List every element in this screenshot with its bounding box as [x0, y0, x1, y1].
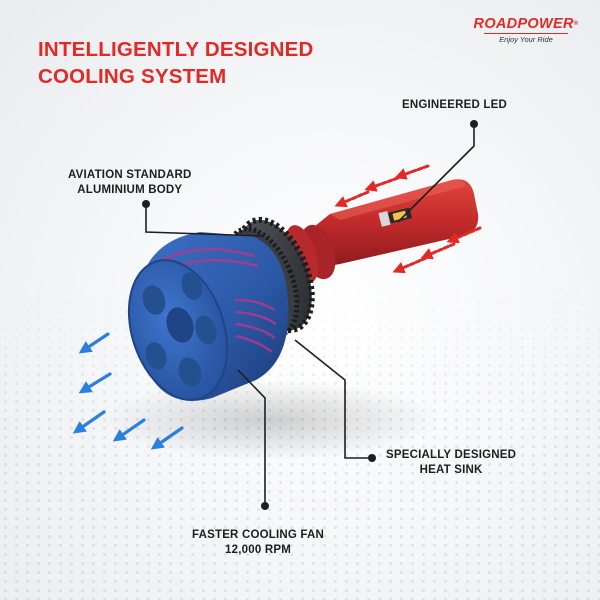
headline: INTELLIGENTLY DESIGNED COOLING SYSTEM [38, 36, 314, 90]
led-chip [378, 207, 412, 227]
brand-logo: ROADPOWER® Enjoy Your Ride [470, 16, 582, 45]
cooling-fan-cap [127, 259, 229, 401]
callout-dots [142, 120, 478, 510]
callout-aluminium-body-line-1: AVIATION STANDARD [68, 169, 192, 181]
headline-line-2: COOLING SYSTEM [38, 65, 227, 88]
airflow-arrow-icon [72, 332, 184, 450]
brand-tagline: Enjoy Your Ride [484, 33, 568, 45]
headline-line-1: INTELLIGENTLY DESIGNED [38, 38, 314, 61]
callout-heat-sink-line-1: SPECIALLY DESIGNED [386, 449, 517, 461]
callout-cooling-fan-line-1: FASTER COOLING FAN [192, 529, 325, 541]
callout-heat-sink: SPECIALLY DESIGNED HEAT SINK [386, 448, 516, 478]
callout-lines [145, 124, 475, 506]
callout-heat-sink-line-2: HEAT SINK [419, 464, 483, 476]
callout-cooling-fan: FASTER COOLING FAN 12,000 RPM [192, 528, 324, 558]
brand-name-text: ROADPOWER [473, 16, 574, 32]
callout-aluminium-body: AVIATION STANDARD ALUMINIUM BODY [68, 168, 192, 198]
registered-mark: ® [573, 21, 579, 27]
brand-name: ROADPOWER® [470, 16, 582, 32]
callout-engineered-led-text: ENGINEERED LED [402, 99, 508, 111]
callout-engineered-led: ENGINEERED LED [402, 98, 507, 113]
callout-cooling-fan-line-2: 12,000 RPM [225, 544, 291, 556]
callout-aluminium-body-line-2: ALUMINIUM BODY [77, 184, 183, 196]
heat-arrow-icon [334, 164, 482, 274]
